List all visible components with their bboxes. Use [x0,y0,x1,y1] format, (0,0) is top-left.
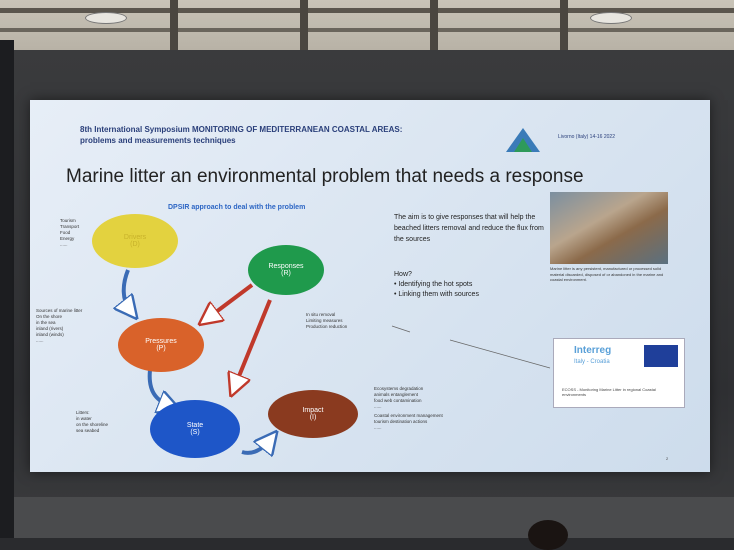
node-label: Pressures [145,338,177,345]
node-abbr: (P) [156,345,166,352]
lower-wall [0,497,734,538]
arrow-responses-pressures [208,283,254,318]
dpsir-arrows [30,269,551,472]
ceiling-rail [0,8,734,13]
state-item: on the shoreline [76,422,109,427]
ceiling-lamp [85,12,127,24]
beach-litter-photo [550,192,668,264]
responses-item: Limiting measures [306,318,343,323]
drivers-item: Food [60,230,71,235]
sources-item: ...... [36,338,44,343]
audience-head [528,520,568,550]
responses-notes: In situ removal Limiting measures Produc… [306,312,347,330]
interreg-sub: Italy - Croatia [574,359,610,365]
header-line-2: problems and measurements techniques [80,136,236,145]
interreg-caption: ECOSS - Monitoring Marine Litter in regi… [562,387,656,397]
how-block: How? • Identifying the hot spots • Linki… [394,270,479,300]
sources-item: On the shore [36,314,63,319]
photo-caption: Marine litter is any persistent, manufac… [550,266,664,282]
arrow-state-impact [241,440,270,453]
aim-text: The aim is to give responses that will h… [394,214,544,243]
node-abbr: (R) [281,270,291,277]
sources-title: Sources of marine litter [36,308,83,313]
arrow-pressures-state [147,369,170,406]
node-label: Drivers [123,234,147,241]
slide-header: 8th International Symposium MONITORING O… [80,124,402,146]
node-abbr: (D) [130,241,140,248]
ceiling-beam [300,0,308,50]
pressures-node: Pressures (P) [118,318,204,372]
state-notes-title: Litters: [76,410,90,415]
impact-item: tourism destination actions [374,419,428,424]
state-item: sea seabed [76,428,100,433]
ceiling-lamp [590,12,632,24]
drivers-item: ...... [60,242,68,247]
impact-item: food web contamination [374,398,422,403]
how-item: • Identifying the hot spots [394,281,473,288]
impact-item: animals entanglement [374,392,419,397]
how-item-text: Linking them with sources [398,291,479,298]
page-number: 2 [666,456,669,461]
sources-item: in the sea [36,320,56,325]
drivers-item: Tourism [60,218,76,223]
node-label: Impact [302,407,324,414]
ceiling [0,0,734,50]
drivers-list: Tourism Transport Food Energy ...... [60,218,79,248]
ceiling-beam [560,0,568,50]
event-date: Livorno (Italy) 14-16 2022 [558,134,615,140]
interreg-logo: Interreg Italy - Croatia ECOSS - Monitor… [553,338,685,408]
projection-screen: 8th International Symposium MONITORING O… [30,100,710,472]
node-label: State [186,422,204,429]
symposium-logo-icon [506,128,540,152]
ceiling-rail [0,28,734,32]
slide-title: Marine litter an environmental problem t… [66,166,584,187]
left-pillar [0,40,14,538]
ceiling-beam [430,0,438,50]
interreg-name: Interreg [574,345,612,356]
impact-node: Impact (I) [268,390,358,438]
dpsir-heading: DPSIR approach to deal with the problem [168,204,306,211]
state-notes: Litters: in water on the shoreline sea s… [76,410,108,434]
responses-item: Production reduction [306,324,348,329]
sources-item: inland (rivers) [36,326,64,331]
node-label: Responses [268,263,304,270]
how-item: • Linking them with sources [394,291,479,298]
header-line-1: 8th International Symposium MONITORING O… [80,125,403,134]
impact-notes-title: Ecosystems degradation [374,386,424,391]
impact-item: ...... [374,404,382,409]
pointer-line [391,325,551,369]
eu-flag-icon [644,345,678,367]
node-abbr: (I) [309,414,317,421]
state-node: State (S) [150,400,240,458]
how-item-text: Identifying the hot spots [398,281,473,288]
state-item: in water [76,416,92,421]
drivers-node: Drivers (D) [92,214,178,268]
drivers-item: Energy [60,236,75,241]
responses-node: Responses (R) [248,245,324,295]
impact-item: ...... [374,425,382,430]
arrow-responses-state [235,299,272,386]
responses-item: In situ removal [306,312,336,317]
how-label: How? [394,271,412,278]
arrow-drivers-pressures [124,269,130,310]
impact-notes-title-2: Coastal environment management [374,413,443,418]
impact-notes: Ecosystems degradation animals entanglem… [374,386,443,431]
ceiling-beam [170,0,178,50]
node-abbr: (S) [190,429,200,436]
pressures-sources: Sources of marine litter On the shore in… [36,308,82,344]
drivers-item: Transport [60,224,80,229]
sources-item: inland (winds) [36,332,64,337]
